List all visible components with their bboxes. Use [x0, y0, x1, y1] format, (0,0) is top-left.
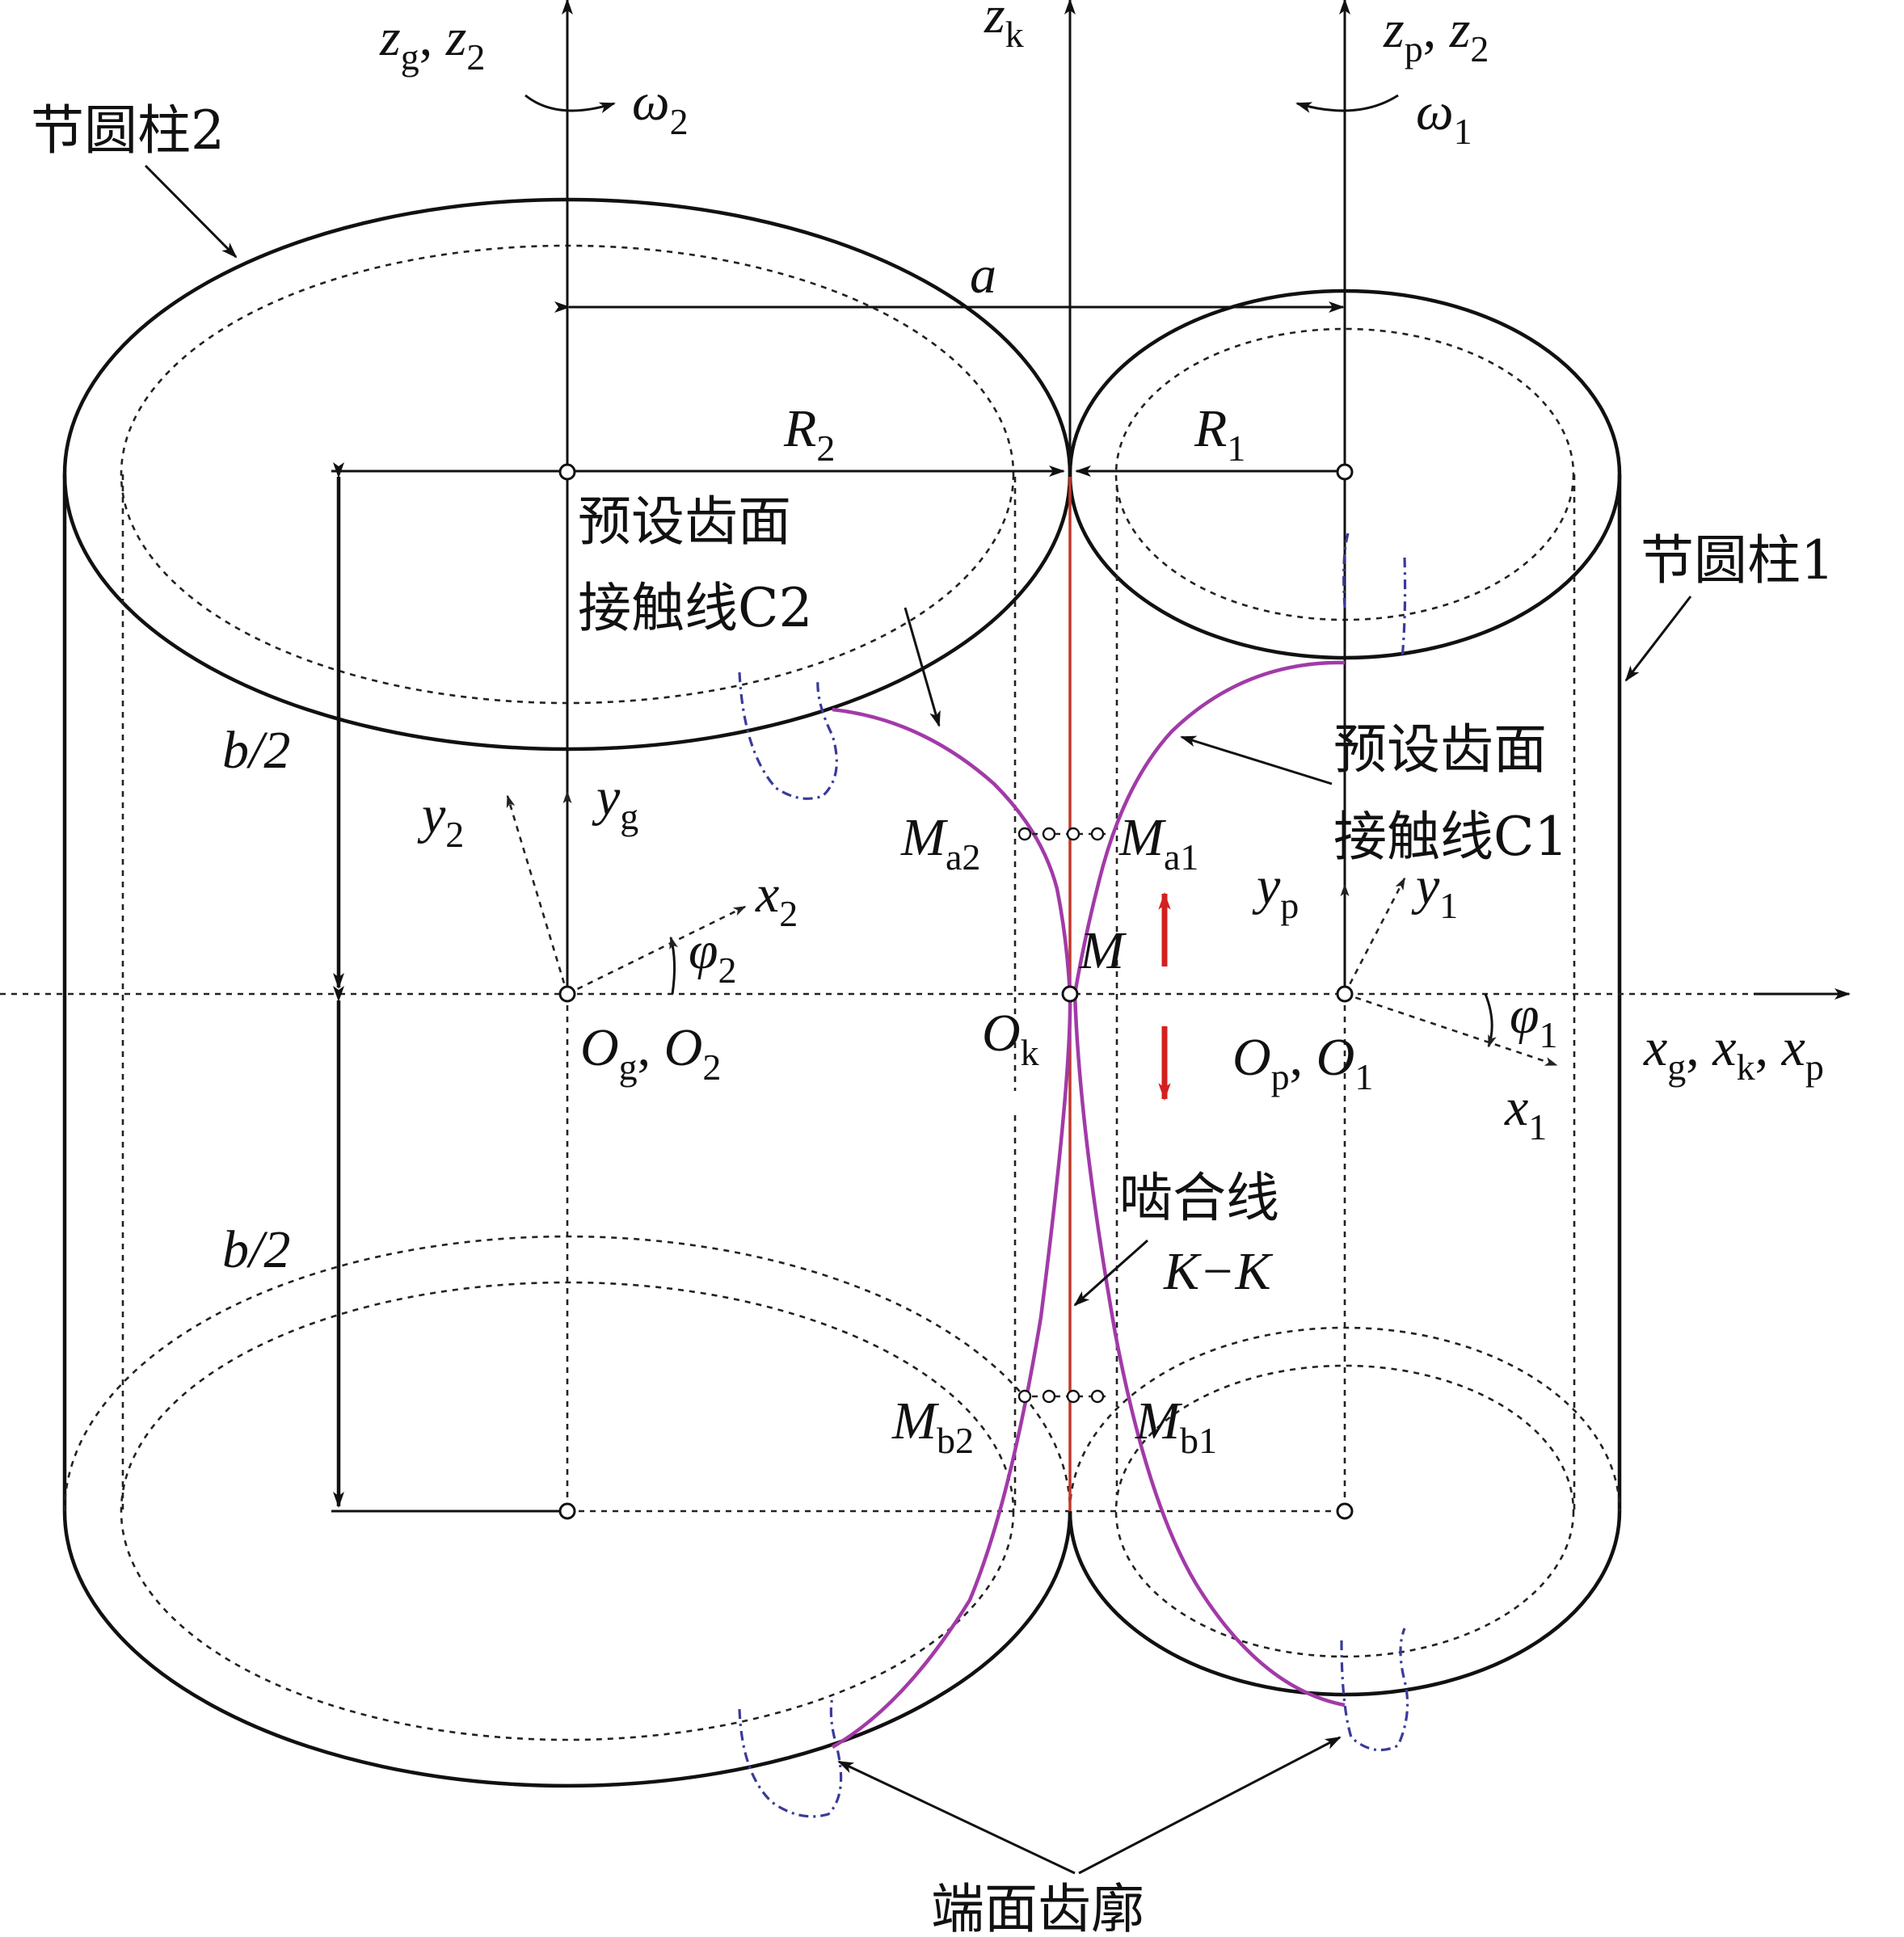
label-y1: y1: [1411, 857, 1458, 926]
label-zk: zk: [984, 0, 1024, 55]
label-M: M: [1079, 921, 1127, 980]
label-Ok: Ok: [982, 1004, 1039, 1073]
radius-dimensions: [331, 465, 1345, 1513]
label-end-profile: 端面齿廓: [931, 1878, 1144, 1937]
label-pitch-cylinder-1: 节圆柱1: [1641, 529, 1834, 592]
label-phi1: φ1: [1510, 986, 1558, 1055]
label-x2: x2: [755, 865, 798, 934]
label-phi2: φ2: [689, 921, 737, 991]
label-yp: yp: [1252, 857, 1299, 926]
label-a: a: [970, 246, 996, 305]
contact-line-c1: [1072, 660, 1346, 1708]
label-zp-z2: zp, z2: [1383, 0, 1489, 69]
label-omega1: ω1: [1416, 82, 1472, 152]
label-Op-O1: Op, O1: [1232, 1028, 1373, 1097]
label-R2: R2: [783, 399, 835, 469]
label-R1: R1: [1194, 399, 1245, 469]
points: [558, 463, 1354, 1520]
label-meshing-line: 啮合线: [1119, 1167, 1279, 1229]
omega2-rotation-arrow: [524, 94, 616, 114]
label-zg-z2: zg, z2: [379, 8, 485, 78]
label-yg: yg: [592, 768, 638, 837]
label-y2: y2: [417, 785, 464, 855]
label-Ma1: Ma1: [1118, 808, 1198, 878]
label-x-axis: xg, xk, xp: [1643, 1018, 1824, 1088]
label-contact-c1-line2: 接触线C1: [1333, 806, 1569, 868]
label-b-half-bottom: b/2: [222, 1220, 290, 1279]
label-Og-O2: Og, O2: [580, 1018, 721, 1088]
rotated-frames: [506, 790, 1558, 1067]
label-pitch-cylinder-2: 节圆柱2: [31, 99, 225, 162]
label-omega2: ω2: [632, 73, 689, 142]
label-Mb2: Mb2: [891, 1392, 974, 1461]
label-b-half-top: b/2: [222, 721, 290, 780]
leader-arrows: [144, 164, 1692, 1875]
label-contact-c1-line1: 预设齿面: [1333, 718, 1547, 781]
preset-contact-lines: [831, 660, 1346, 1749]
label-x1: x1: [1504, 1078, 1547, 1147]
label-contact-c2-line1: 预设齿面: [578, 491, 791, 553]
label-Ma2: Ma2: [900, 808, 980, 878]
contact-line-c2: [831, 707, 1072, 1749]
label-meshing-kk: K−K: [1163, 1242, 1274, 1301]
end-tooth-profiles: [738, 533, 1409, 1818]
label-contact-c2-line2: 接触线C2: [578, 577, 813, 639]
omega1-rotation-arrow: [1295, 94, 1399, 113]
label-Mb1: Mb1: [1135, 1392, 1217, 1461]
